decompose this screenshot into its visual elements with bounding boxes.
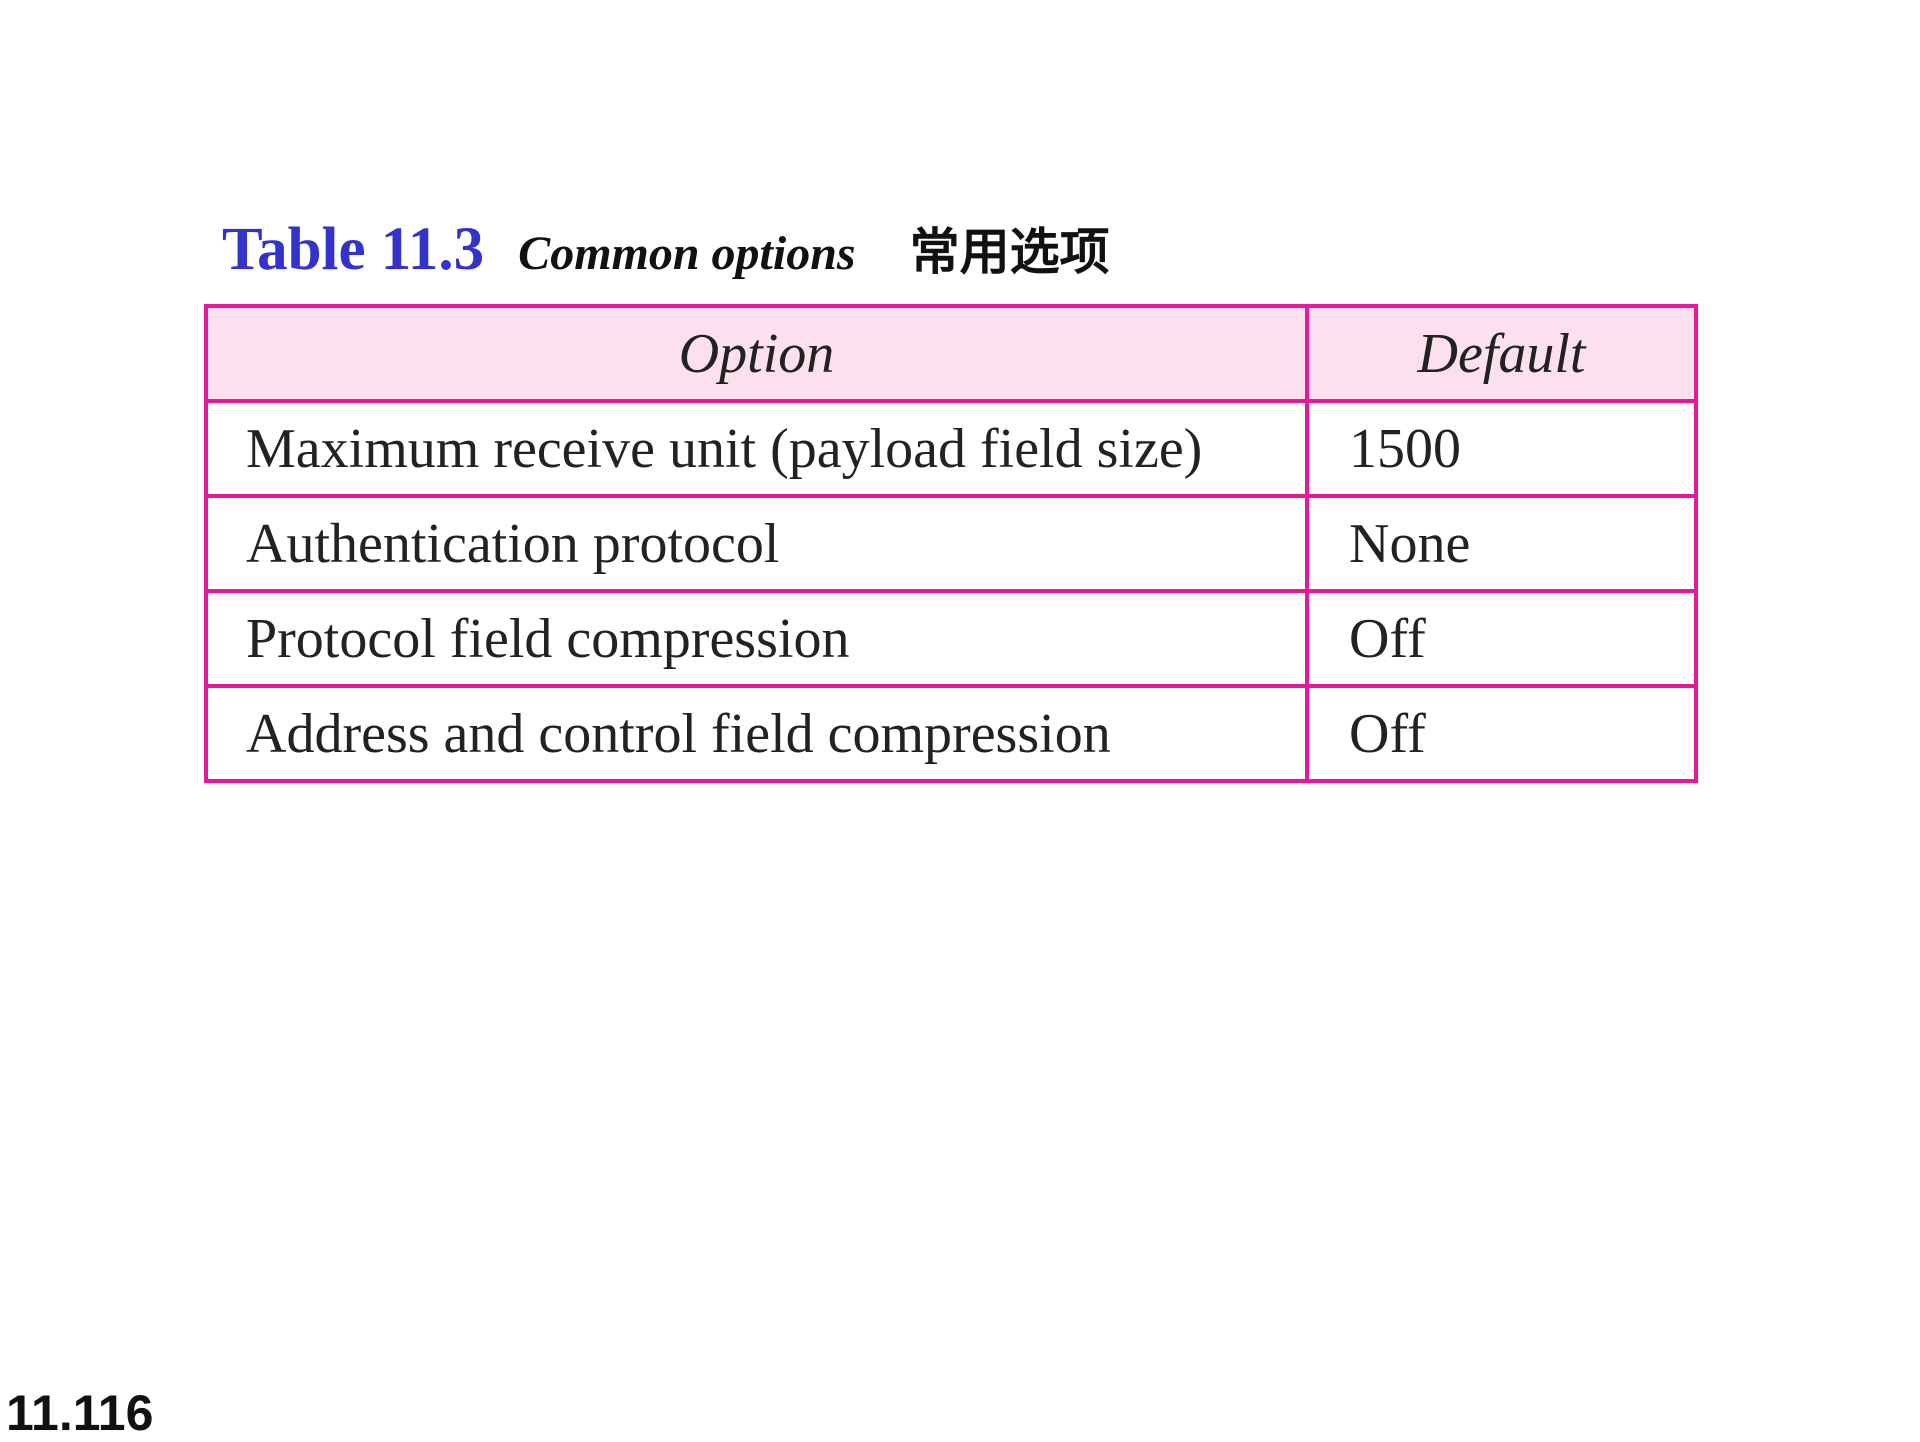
default-cell: 1500 [1305, 399, 1698, 498]
option-cell: Address and control field compression [204, 684, 1309, 783]
default-cell: Off [1305, 684, 1698, 783]
table-row: Address and control field compression Of… [204, 684, 1698, 783]
option-cell: Maximum receive unit (payload field size… [204, 399, 1309, 498]
table-header-row: Option Default [204, 304, 1698, 403]
default-cell: Off [1305, 589, 1698, 688]
table-number: Table 11.3 [222, 216, 485, 283]
default-cell: None [1305, 494, 1698, 593]
option-cell: Authentication protocol [204, 494, 1309, 593]
column-header-option: Option [204, 304, 1309, 403]
table-caption: Table 11.3 Common options 常用选项 [222, 212, 1110, 283]
column-header-default: Default [1305, 304, 1698, 403]
table-row: Authentication protocol None [204, 494, 1698, 593]
table-row: Maximum receive unit (payload field size… [204, 399, 1698, 498]
table-title-chinese: 常用选项 [909, 223, 1110, 281]
page-number: 11.116 [6, 1385, 154, 1441]
table-title: Common options [518, 227, 856, 280]
options-table: Option Default Maximum receive unit (pay… [204, 304, 1698, 783]
table-row: Protocol field compression Off [204, 589, 1698, 688]
option-cell: Protocol field compression [204, 589, 1309, 688]
